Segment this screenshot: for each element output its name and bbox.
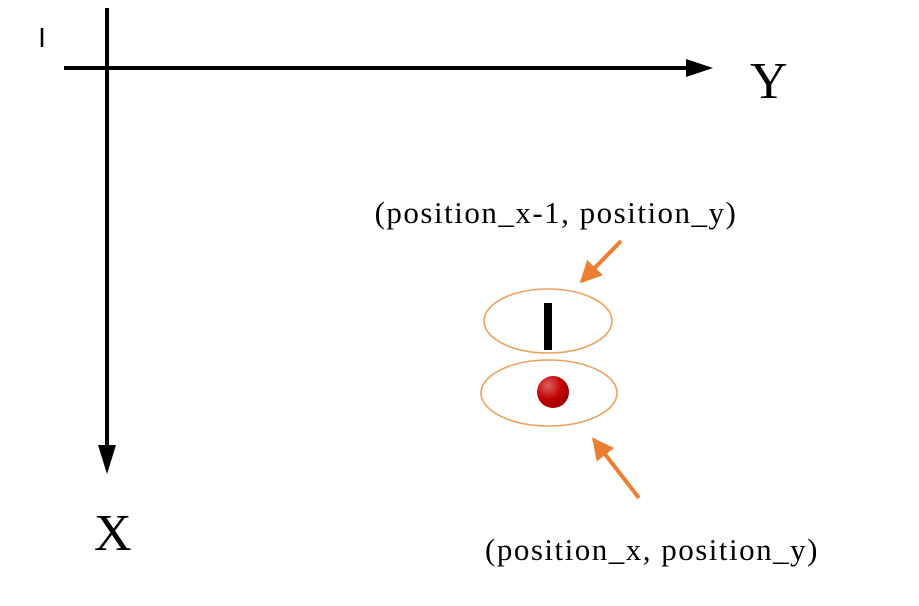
- y-axis-label: Y: [750, 53, 788, 110]
- robot-ball: [537, 376, 569, 408]
- x-axis-label: X: [94, 505, 132, 562]
- upper-point-label: (position_x-1, position_y): [375, 195, 738, 230]
- lower-point-label: (position_x, position_y): [485, 532, 819, 567]
- upper-pointer-arrow: [579, 239, 623, 284]
- upper-cell-ellipse: [483, 288, 613, 354]
- lower-pointer-arrow: [591, 437, 641, 500]
- direction-bar: [544, 303, 552, 350]
- x-axis-arrowhead-icon: [98, 445, 116, 474]
- lower-cell-ellipse: [480, 359, 618, 427]
- y-axis-arrowhead-icon: [686, 59, 713, 77]
